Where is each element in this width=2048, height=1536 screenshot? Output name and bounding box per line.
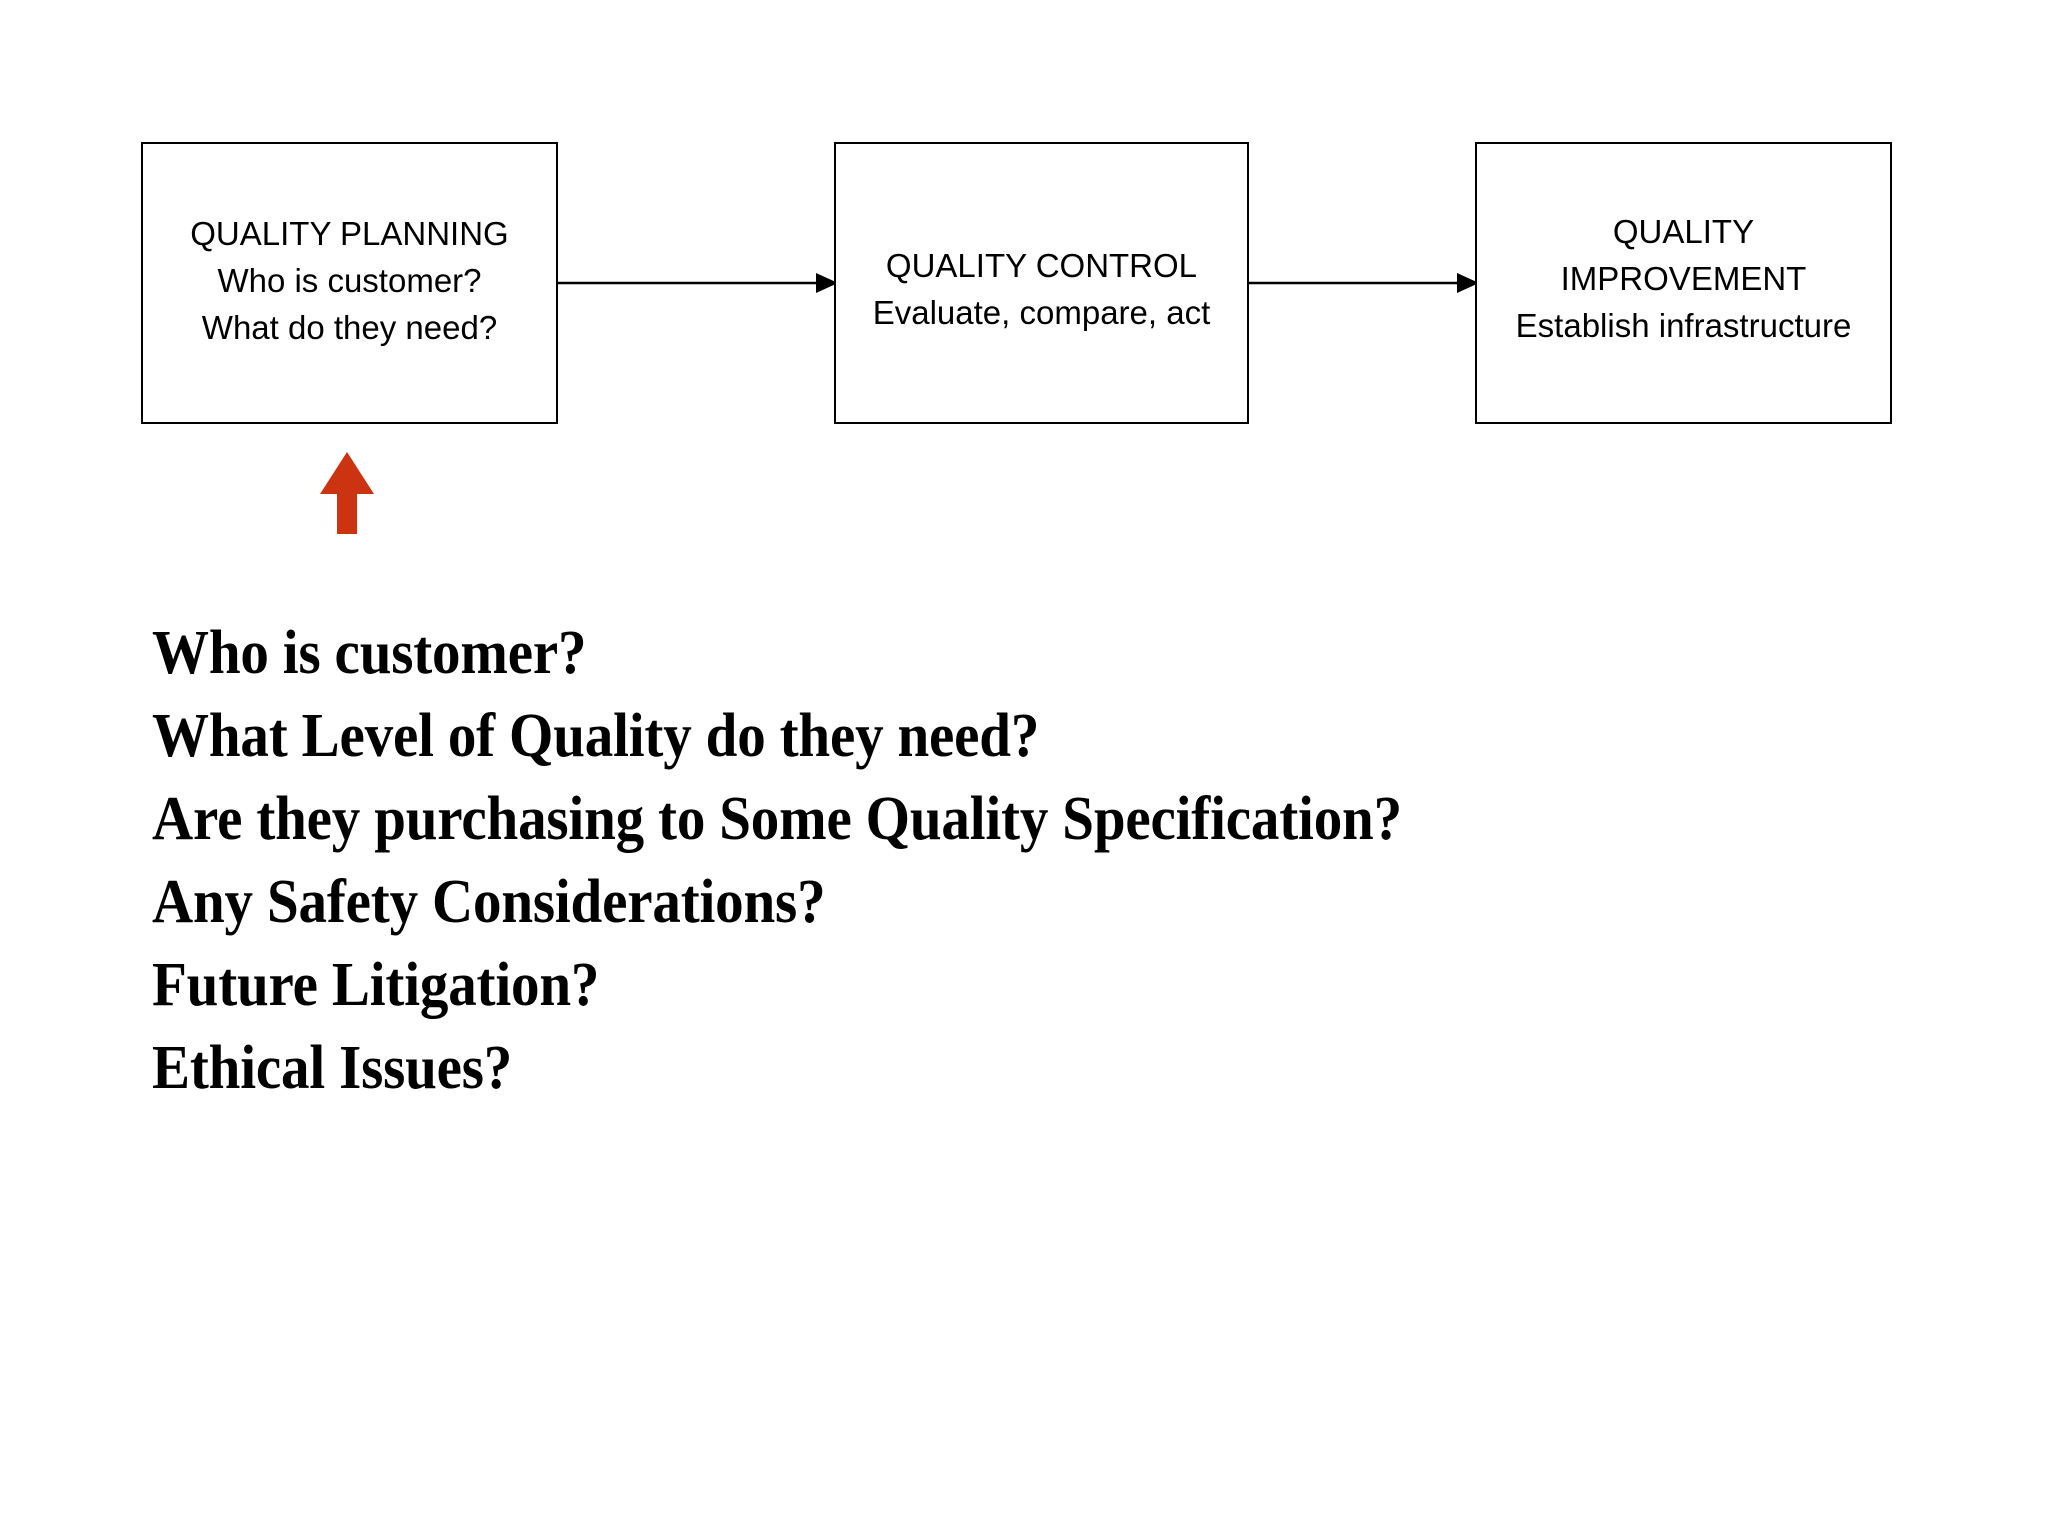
callout-arrow-up-icon xyxy=(320,452,374,534)
process-box-title-line-1: QUALITY xyxy=(1612,212,1755,250)
process-box-detail-2: What do they need? xyxy=(201,308,498,346)
question-item: What Level of Quality do they need? xyxy=(152,702,1040,770)
question-item: Any Safety Considerations? xyxy=(152,868,826,936)
process-box-quality-control[interactable]: QUALITY CONTROL Evaluate, compare, act xyxy=(834,142,1249,424)
question-item: Future Litigation? xyxy=(152,951,600,1019)
question-item: Ethical Issues? xyxy=(152,1034,513,1102)
question-item: Are they purchasing to Some Quality Spec… xyxy=(152,785,1402,853)
process-box-title-line-2: IMPROVEMENT xyxy=(1560,259,1807,297)
connector-arrow-planning-to-control xyxy=(556,268,838,298)
question-item: Who is customer? xyxy=(152,619,587,687)
arrow-right-icon xyxy=(1247,273,1479,293)
process-box-detail-1: Who is customer? xyxy=(217,261,482,299)
process-box-detail-1: Establish infrastructure xyxy=(1515,306,1852,344)
process-box-title: QUALITY CONTROL xyxy=(885,247,1198,284)
process-box-quality-planning[interactable]: QUALITY PLANNING Who is customer? What d… xyxy=(141,142,558,424)
process-box-text-stack: QUALITY PLANNING Who is customer? What d… xyxy=(190,210,508,351)
arrow-right-icon xyxy=(556,273,838,293)
process-box-detail-1: Evaluate, compare, act xyxy=(872,294,1211,331)
process-box-quality-improvement[interactable]: QUALITY IMPROVEMENT Establish infrastruc… xyxy=(1475,142,1892,424)
question-list: Who is customer? What Level of Quality d… xyxy=(152,612,1902,1110)
process-box-text-stack: QUALITY CONTROL Evaluate, compare, act xyxy=(873,242,1211,336)
process-box-text-stack: QUALITY IMPROVEMENT Establish infrastruc… xyxy=(1516,208,1852,349)
process-box-title: QUALITY PLANNING xyxy=(190,214,509,252)
connector-arrow-control-to-improvement xyxy=(1247,268,1479,298)
